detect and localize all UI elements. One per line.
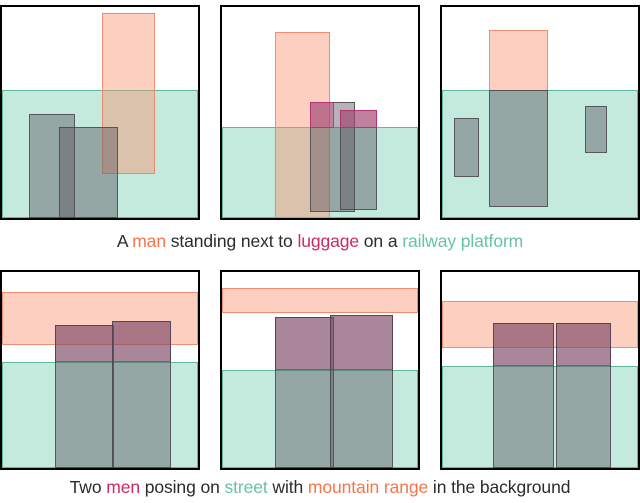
caption-row-2: Two men posing on street with mountain r… (0, 477, 640, 498)
bbox-salmon-mountain-range (442, 301, 638, 349)
panel-1-2-canvas (222, 7, 418, 218)
caption-token-teal: street (224, 477, 268, 497)
bbox-salmon-mountain-range (222, 287, 418, 314)
panel-row-1 (0, 5, 640, 220)
panel-1-2 (220, 5, 420, 220)
bbox-gray-men (329, 315, 393, 468)
panel-2-3-canvas (442, 272, 638, 468)
caption-token-magenta: luggage (297, 231, 360, 251)
bbox-salmon-mountain-range (2, 291, 198, 345)
bbox-gray-man (489, 90, 548, 208)
bbox-gray-luggage (58, 127, 118, 218)
bbox-gray-men (274, 317, 334, 468)
caption-token-plain: standing next to (165, 231, 298, 251)
bbox-magenta-men (555, 322, 611, 367)
panel-1-1-canvas (2, 7, 198, 218)
caption-row-1: A man standing next to luggage on a rail… (0, 231, 640, 252)
caption-token-magenta: men (106, 477, 140, 497)
bbox-salmon-man (489, 30, 548, 92)
caption-token-salmon: mountain range (307, 477, 429, 497)
panel-2-2-canvas (222, 272, 418, 468)
caption-token-plain: A (116, 231, 133, 251)
caption-token-teal: railway platform (402, 231, 524, 251)
bbox-teal-railway-platform (222, 127, 418, 218)
bbox-salmon-man (274, 32, 330, 218)
caption-token-plain: on a (359, 231, 403, 251)
caption-token-salmon: man (132, 231, 166, 251)
caption-token-plain: posing on (139, 477, 225, 497)
bbox-teal-railway-platform (2, 90, 198, 218)
bbox-gray-men (555, 322, 611, 468)
panel-2-3 (440, 270, 640, 470)
bbox-gray-men (492, 322, 554, 468)
bbox-teal-street (2, 362, 198, 468)
panel-2-2 (220, 270, 420, 470)
caption-token-plain: in the background (428, 477, 571, 497)
bbox-magenta-men (111, 321, 171, 363)
bbox-gray-men (111, 321, 171, 468)
panel-row-2 (0, 270, 640, 470)
bbox-gray-men (54, 324, 114, 468)
bbox-gray-luggage (339, 110, 377, 210)
bbox-teal-street (222, 370, 418, 468)
bbox-magenta-luggage (310, 101, 334, 129)
bbox-teal-street (442, 366, 638, 468)
panel-2-1-canvas (2, 272, 198, 468)
bbox-gray-luggage (29, 113, 76, 218)
bbox-magenta-men (274, 317, 334, 370)
bbox-salmon-man (101, 13, 155, 174)
bbox-gray-luggage (453, 117, 480, 177)
panel-2-1 (0, 270, 200, 470)
panel-1-3-canvas (442, 7, 638, 218)
panel-1-1 (0, 5, 200, 220)
bbox-magenta-luggage (339, 110, 377, 129)
bbox-gray-luggage (585, 106, 607, 153)
caption-token-plain: with (267, 477, 308, 497)
panel-1-3 (440, 5, 640, 220)
caption-token-plain: Two (69, 477, 107, 497)
